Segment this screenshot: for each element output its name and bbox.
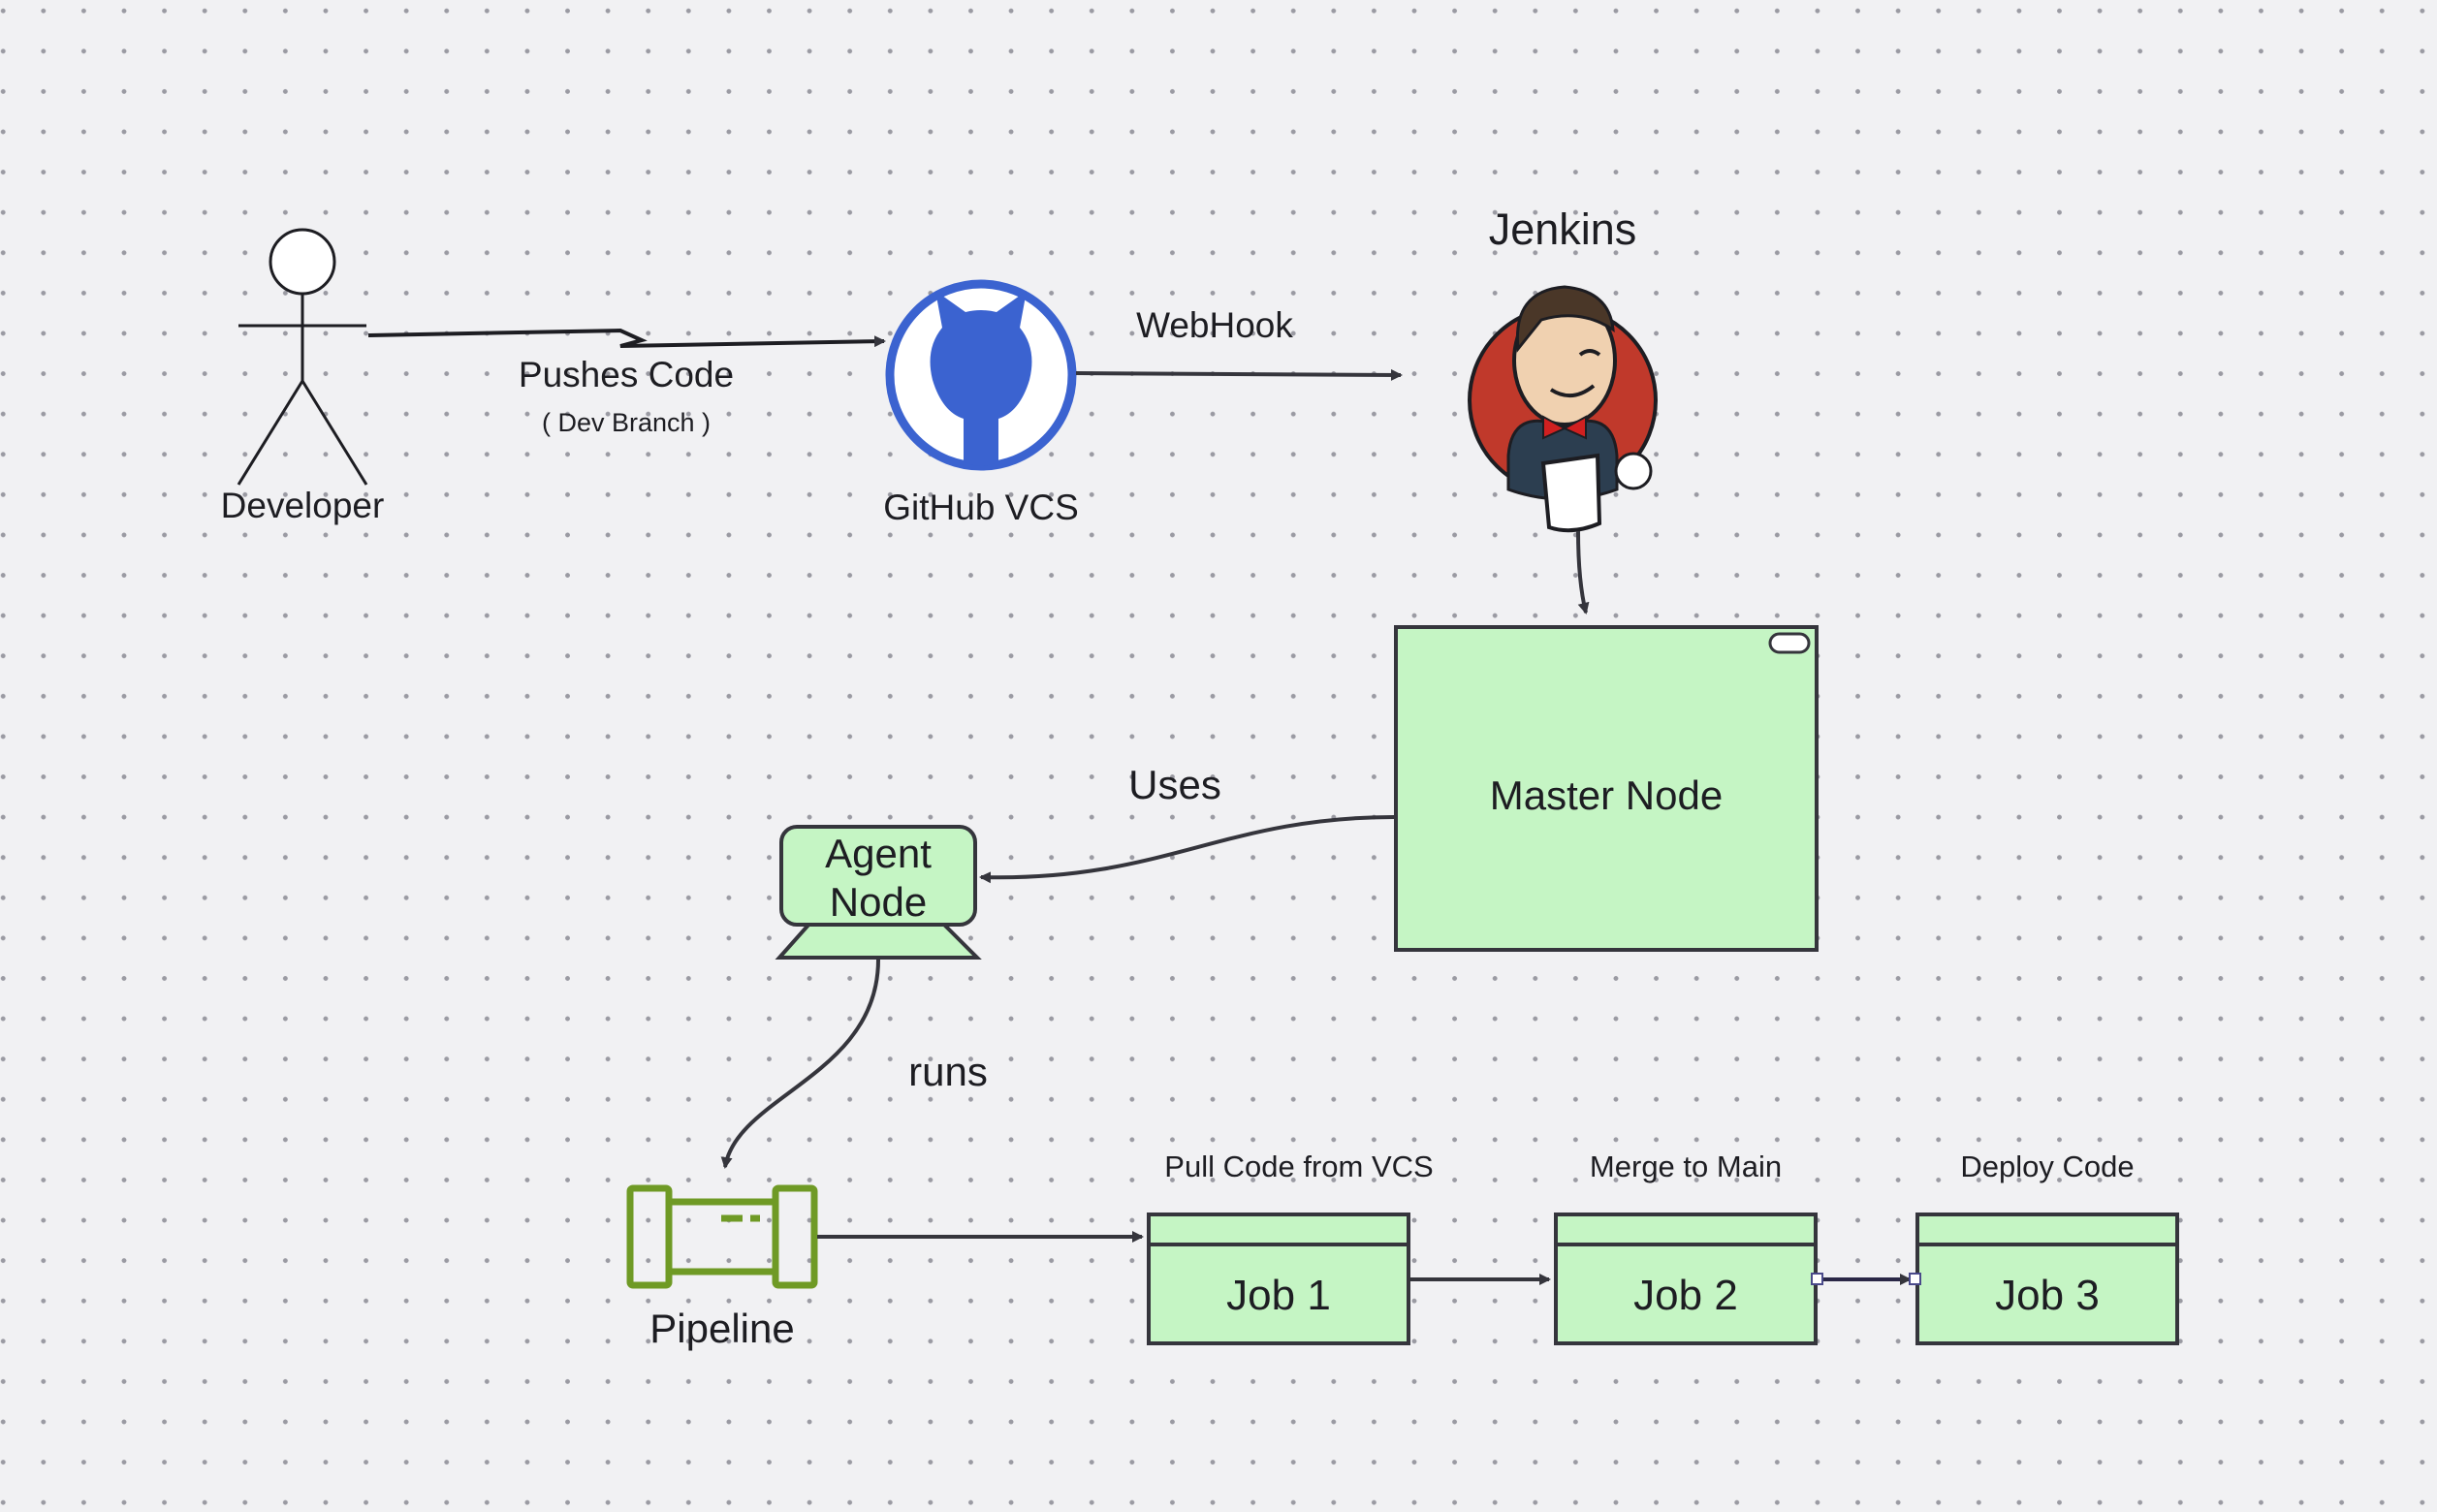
pipeline-label: Pipeline — [649, 1306, 795, 1351]
job-box[interactable] — [1554, 1213, 1818, 1345]
jenkins-logo-icon[interactable] — [1468, 285, 1658, 533]
edge-webhook-label: WebHook — [1136, 305, 1293, 345]
job-box[interactable] — [1915, 1213, 2179, 1345]
jenkins-label: Jenkins — [1488, 205, 1637, 254]
edge-push-line[interactable] — [367, 328, 886, 348]
edge-push-sublabel: ( Dev Branch ) — [541, 408, 712, 437]
github-label: GitHub VCS — [883, 488, 1079, 527]
connector-handle[interactable] — [1909, 1273, 1921, 1285]
edge-runs-line[interactable] — [720, 959, 880, 1169]
edge-jenkins-master-line[interactable] — [1576, 530, 1590, 614]
master-node-label: Master Node — [1489, 772, 1724, 818]
developer-actor-icon[interactable] — [237, 228, 368, 486]
agent-node-label-line2: Node — [829, 878, 928, 925]
edge-job2-job3-line[interactable] — [1811, 1273, 1921, 1285]
job2-label: Job 2 — [1633, 1272, 1738, 1319]
job2-title: Merge to Main — [1589, 1150, 1783, 1183]
agent-node-shape[interactable] — [775, 825, 982, 960]
master-node-pill-icon — [1768, 632, 1811, 654]
job3-title: Deploy Code — [1960, 1150, 2135, 1183]
connector-handle[interactable] — [1811, 1273, 1823, 1285]
edge-uses-line[interactable] — [979, 815, 1395, 884]
developer-label: Developer — [220, 486, 385, 525]
job1-label: Job 1 — [1226, 1272, 1331, 1319]
job1-title: Pull Code from VCS — [1164, 1150, 1434, 1183]
pipeline-icon[interactable] — [626, 1184, 818, 1289]
agent-node-label: Agent Node — [825, 830, 932, 926]
agent-node-label-line1: Agent — [825, 831, 932, 876]
edge-uses-label: Uses — [1128, 762, 1221, 807]
edge-webhook-line[interactable] — [1075, 368, 1403, 381]
edge-runs-label: runs — [908, 1049, 988, 1094]
job3-label: Job 3 — [1995, 1272, 2100, 1319]
job-box[interactable] — [1147, 1213, 1410, 1345]
github-icon[interactable] — [885, 279, 1077, 471]
edge-push-label: Pushes Code — [518, 355, 735, 394]
master-node-box[interactable] — [1394, 625, 1819, 952]
